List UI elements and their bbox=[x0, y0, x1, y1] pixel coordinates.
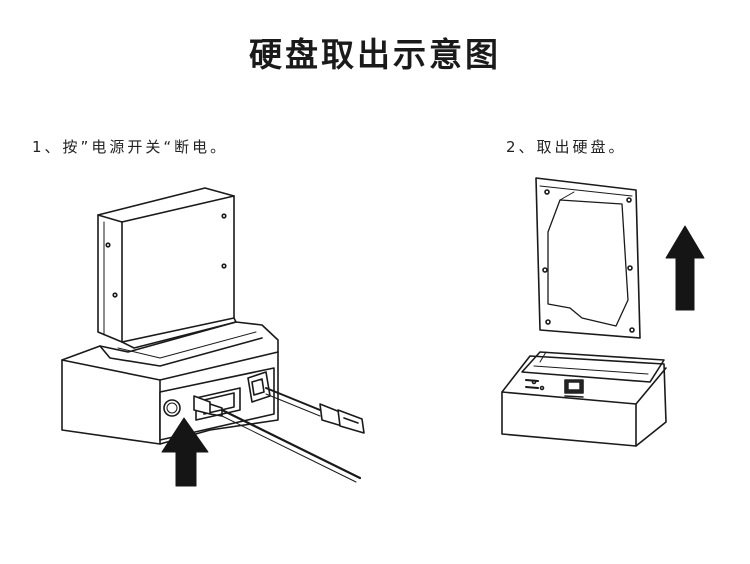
docking-station-body bbox=[61, 317, 279, 445]
page-title: 硬盘取出示意图 bbox=[249, 35, 501, 74]
right-removed-drive bbox=[501, 177, 705, 447]
power-button[interactable] bbox=[163, 399, 181, 417]
usb-cable bbox=[247, 371, 321, 417]
lift-arrow-icon bbox=[665, 225, 705, 311]
empty-docking-station bbox=[501, 351, 667, 447]
step-1-label: 1、按”电源开关“断电。 bbox=[32, 138, 229, 156]
data-cable bbox=[193, 395, 362, 483]
step-2-label: 2、取出硬盘。 bbox=[506, 138, 627, 156]
power-arrow-icon bbox=[161, 417, 209, 487]
inserted-hard-drive bbox=[97, 187, 235, 343]
usb-plug-icon bbox=[319, 403, 365, 434]
removed-hard-drive bbox=[535, 177, 641, 339]
left-dock-with-drive bbox=[61, 187, 365, 487]
